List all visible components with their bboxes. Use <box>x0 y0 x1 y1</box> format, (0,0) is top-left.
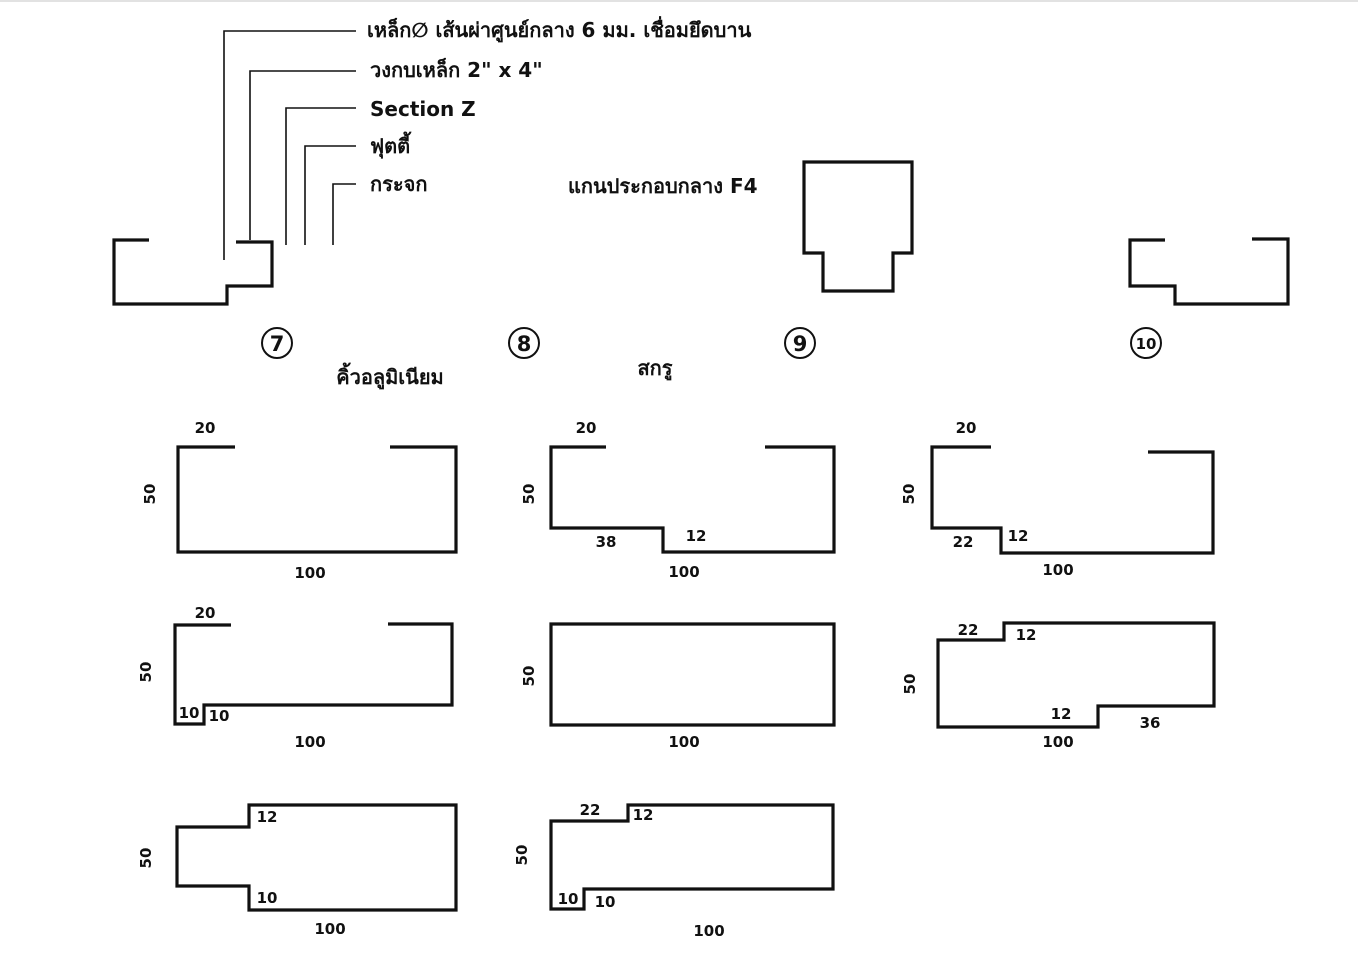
svg-text:50: 50 <box>137 848 155 869</box>
top-border <box>0 0 1358 2</box>
section-b1: 20 50 38 12 100 <box>520 419 836 581</box>
section-a3: 12 50 10 100 <box>137 803 458 938</box>
svg-text:8: 8 <box>517 332 532 356</box>
svg-text:10: 10 <box>595 893 616 911</box>
svg-text:10: 10 <box>209 707 230 725</box>
svg-text:22: 22 <box>953 533 974 551</box>
svg-text:10: 10 <box>1136 335 1157 353</box>
section-b3: 22 12 50 10 10 100 <box>513 801 835 940</box>
top-profile-9 <box>802 160 914 293</box>
section-c1: 20 50 22 12 100 <box>900 419 1215 579</box>
top-profile-10 <box>1128 237 1290 306</box>
svg-text:50: 50 <box>520 666 538 687</box>
svg-text:100: 100 <box>314 920 345 938</box>
svg-text:20: 20 <box>576 419 597 437</box>
svg-text:20: 20 <box>195 419 216 437</box>
svg-text:7: 7 <box>270 332 285 356</box>
section-c2: 22 12 50 12 36 100 <box>901 621 1216 751</box>
svg-text:50: 50 <box>141 484 159 505</box>
svg-text:12: 12 <box>1016 626 1037 644</box>
svg-text:10: 10 <box>558 890 579 908</box>
svg-text:100: 100 <box>1042 733 1073 751</box>
section-b2: 50 100 <box>520 622 836 751</box>
svg-text:9: 9 <box>793 332 808 356</box>
svg-text:50: 50 <box>513 845 531 866</box>
caption-aluminium-trim: คิ้วอลูมิเนียม <box>336 362 443 391</box>
marker-8: 8 <box>508 327 540 359</box>
svg-text:22: 22 <box>580 801 601 819</box>
svg-text:50: 50 <box>900 484 918 505</box>
marker-9: 9 <box>784 327 816 359</box>
section-a2: 20 50 10 10 100 <box>137 604 454 751</box>
marker-10: 10 <box>1130 327 1162 359</box>
leader-putty <box>304 145 356 245</box>
legend-steel-rod: เหล็ก∅ เส้นผ่าศูนย์กลาง 6 มม. เชื่อมยึดบ… <box>367 15 752 44</box>
svg-text:38: 38 <box>596 533 617 551</box>
svg-text:50: 50 <box>137 662 155 683</box>
svg-text:10: 10 <box>257 889 278 907</box>
leader-section-z <box>285 107 356 245</box>
svg-text:12: 12 <box>633 806 654 824</box>
svg-text:100: 100 <box>668 733 699 751</box>
legend-section-z: Section Z <box>370 97 476 121</box>
leader-steel-frame <box>249 70 356 240</box>
leader-steel-rod <box>223 30 356 260</box>
caption-screw: สกรู <box>637 356 672 382</box>
svg-text:50: 50 <box>520 484 538 505</box>
legend-leaders <box>223 30 356 260</box>
svg-text:22: 22 <box>958 621 979 639</box>
svg-text:12: 12 <box>257 808 278 826</box>
marker-7: 7 <box>261 327 293 359</box>
svg-text:20: 20 <box>956 419 977 437</box>
core-label: แกนประกอบกลาง F4 <box>568 174 758 198</box>
svg-text:12: 12 <box>1051 705 1072 723</box>
svg-text:100: 100 <box>693 922 724 940</box>
top-profile-7 <box>112 238 274 306</box>
legend-glass: กระจก <box>370 172 427 196</box>
svg-text:100: 100 <box>294 733 325 751</box>
section-a1: 20 50 100 <box>141 419 458 582</box>
svg-text:10: 10 <box>179 704 200 722</box>
svg-text:100: 100 <box>294 564 325 582</box>
svg-text:36: 36 <box>1140 714 1161 732</box>
svg-text:12: 12 <box>1008 527 1029 545</box>
leader-glass <box>332 183 356 245</box>
svg-text:100: 100 <box>1042 561 1073 579</box>
svg-text:100: 100 <box>668 563 699 581</box>
svg-text:12: 12 <box>686 527 707 545</box>
svg-text:20: 20 <box>195 604 216 622</box>
svg-text:50: 50 <box>901 674 919 695</box>
legend-putty: ฟุตตี้ <box>370 131 412 159</box>
legend-steel-frame: วงกบเหล็ก 2" x 4" <box>370 57 543 82</box>
